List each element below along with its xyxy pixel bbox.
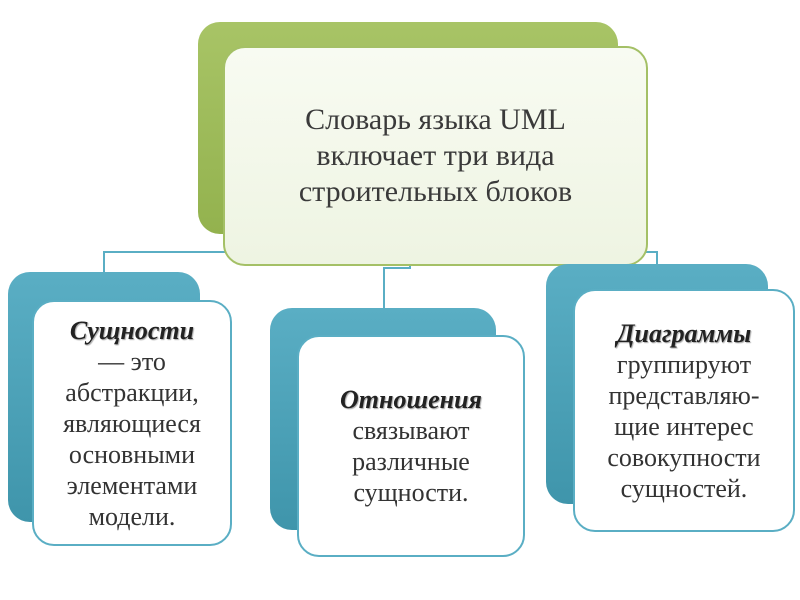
entities-description-line: — это: [98, 346, 166, 376]
entities-description-line: модели.: [88, 501, 176, 531]
relations-description-line: связывают: [352, 416, 470, 445]
root-block: Словарь языка UML включает три вида стро…: [223, 46, 648, 266]
root-line: включает три вида: [316, 139, 555, 172]
entities-term: Сущности: [69, 315, 195, 345]
entities-block-text: Сущности — это абстракции, являющиеся ос…: [63, 315, 201, 532]
diagrams-description-line: сущностей.: [620, 473, 748, 503]
relations-description-line: различные: [352, 447, 470, 476]
entities-block: Сущности — это абстракции, являющиеся ос…: [32, 300, 232, 546]
entities-description-line: элементами: [66, 470, 198, 500]
diagrams-description-line: представляю-: [608, 380, 760, 410]
relations-description-line: сущности.: [353, 478, 469, 507]
entities-description-line: являющиеся: [63, 408, 201, 438]
diagrams-description-line: совокупности: [607, 442, 761, 472]
root-line: Словарь языка UML: [305, 103, 566, 136]
diagrams-block-text: Диаграммы группируют представляю- щие ин…: [607, 318, 760, 504]
diagrams-term: Диаграммы: [616, 318, 752, 348]
diagrams-block: Диаграммы группируют представляю- щие ин…: [573, 289, 795, 532]
diagrams-description-line: группируют: [616, 349, 752, 379]
entities-description-line: основными: [68, 439, 196, 469]
diagrams-description-line: щие интерес: [614, 411, 754, 441]
relations-term: Отношения: [340, 385, 482, 414]
root-block-text: Словарь языка UML включает три вида стро…: [299, 102, 572, 210]
root-line: строительных блоков: [298, 175, 573, 208]
entities-description-line: абстракции,: [65, 377, 199, 407]
relations-block-text: Отношения связывают различные сущности.: [340, 384, 482, 508]
relations-block: Отношения связывают различные сущности.: [297, 335, 525, 557]
